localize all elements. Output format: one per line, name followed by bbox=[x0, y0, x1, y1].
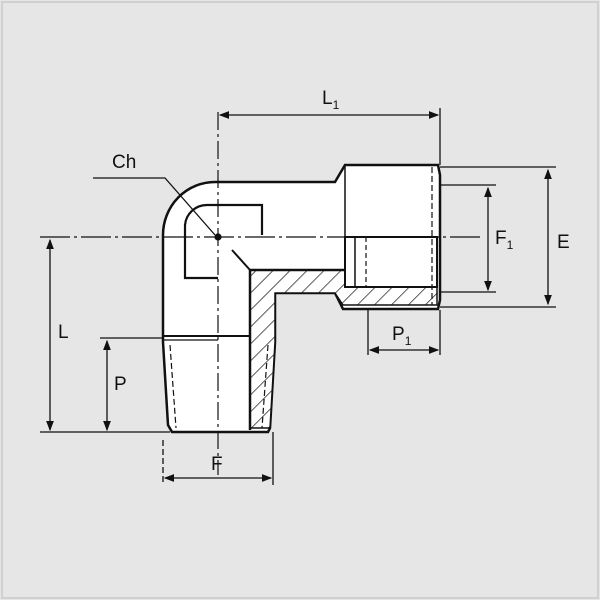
label-p: P bbox=[114, 374, 127, 395]
dimension-lines bbox=[40, 108, 556, 485]
label-l: L bbox=[58, 322, 69, 343]
label-e: E bbox=[557, 232, 570, 253]
label-f1: F1 bbox=[495, 228, 514, 252]
label-l1: L1 bbox=[322, 88, 340, 112]
label-p1: P1 bbox=[392, 324, 412, 348]
label-f: F bbox=[211, 454, 223, 475]
label-ch: Ch bbox=[112, 152, 136, 173]
center-lines bbox=[40, 112, 480, 475]
fitting-body bbox=[161, 163, 442, 434]
